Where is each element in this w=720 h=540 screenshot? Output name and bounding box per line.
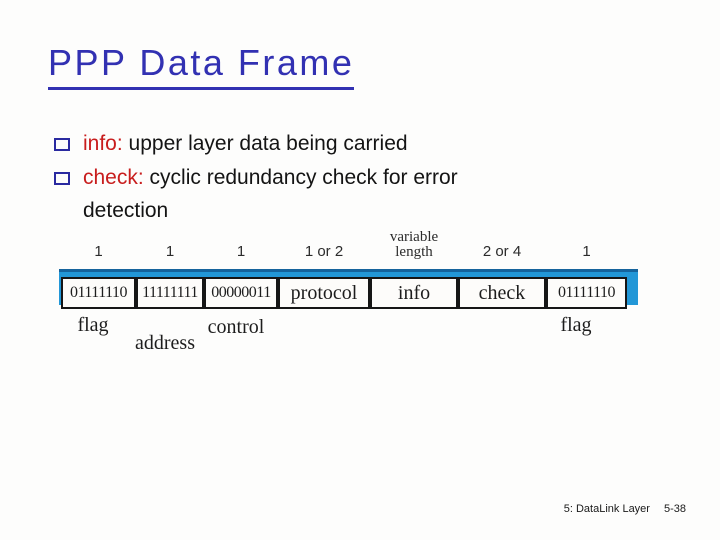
- bullet-body: cyclic redundancy check for error detect…: [83, 166, 458, 222]
- bullet-term: check:: [83, 166, 144, 189]
- field-size: 1: [582, 243, 591, 260]
- frame-field-check: check: [458, 277, 546, 309]
- field-label-address: address: [135, 332, 195, 354]
- ppp-frame-diagram: 1 1 1 1 or 2 variable length 2 or 4 1 01…: [0, 228, 720, 368]
- frame-field-control: 00000011: [204, 277, 278, 309]
- footer-section-label: 5: DataLink Layer: [563, 503, 650, 515]
- bullet-text: info: upper layer data being carried: [83, 127, 408, 160]
- field-label-flag: flag: [560, 314, 592, 336]
- field-size: 2 or 4: [482, 243, 522, 260]
- bullet-term: info:: [83, 132, 123, 155]
- slide-footer: 5: DataLink Layer 5-38: [564, 503, 686, 515]
- field-size: 1: [236, 243, 246, 260]
- frame-field-protocol: protocol: [278, 277, 370, 309]
- list-item: info: upper layer data being carried: [54, 127, 579, 160]
- field-label-control: control: [207, 316, 265, 338]
- list-item: check: cyclic redundancy check for error…: [54, 161, 579, 227]
- field-label-flag: flag: [77, 314, 109, 336]
- frame-field-info: info: [370, 277, 458, 309]
- page-title: PPP Data Frame: [48, 42, 355, 90]
- bullet-body: upper layer data being carried: [122, 132, 408, 155]
- frame-field-address: 11111111: [136, 277, 204, 309]
- bullet-list: info: upper layer data being carried che…: [54, 127, 579, 228]
- field-size: variable length: [389, 229, 439, 260]
- square-bullet-icon: [54, 172, 70, 185]
- bullet-text: check: cyclic redundancy check for error…: [83, 161, 458, 227]
- square-bullet-icon: [54, 138, 70, 151]
- frame-field-flag-start: 01111110: [61, 277, 136, 309]
- frame-field-flag-end: 01111110: [546, 277, 627, 309]
- field-size: 1 or 2: [304, 243, 344, 260]
- field-size: 1: [165, 243, 175, 260]
- field-size: 1: [94, 243, 103, 260]
- footer-page-number: 5-38: [663, 503, 686, 515]
